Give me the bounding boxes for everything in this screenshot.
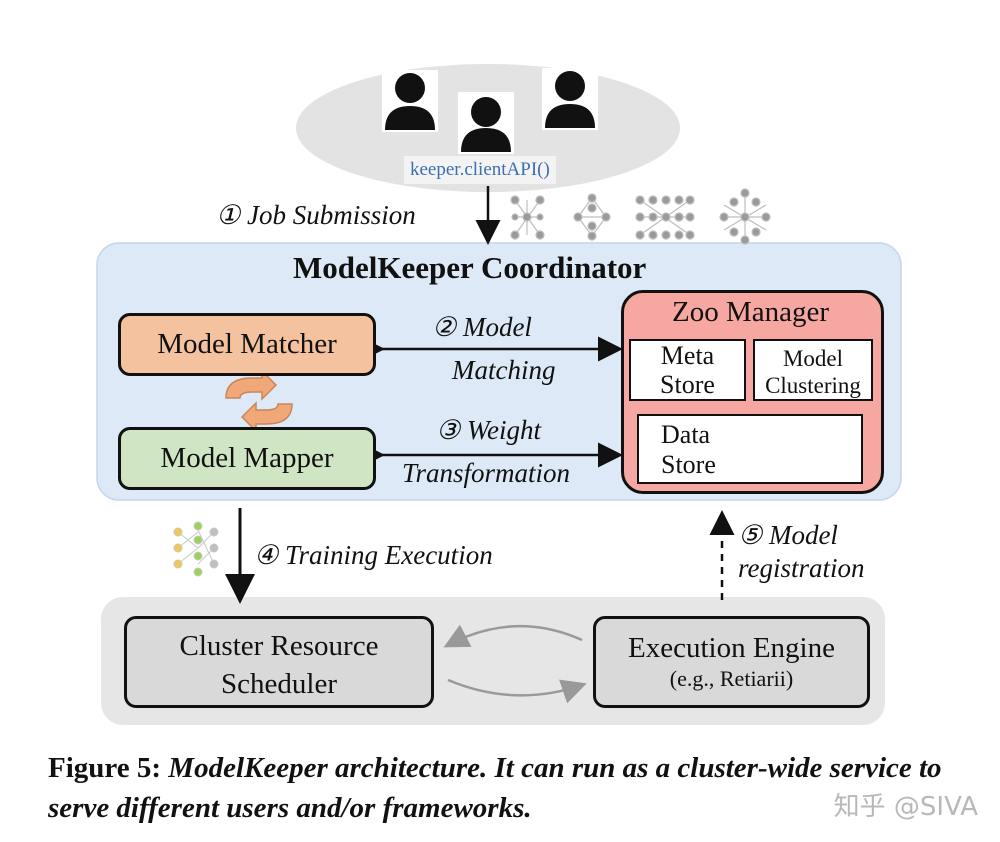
data-store-label-line1: Data <box>661 420 711 449</box>
data-store-label-line2: Store <box>661 450 716 479</box>
user-icon <box>382 70 438 132</box>
model-matcher-label: Model Matcher <box>157 327 337 360</box>
meta-store-label-line2: Store <box>660 370 715 399</box>
model-clustering-label-line2: Clustering <box>765 373 861 398</box>
step4-label: ④ Training Execution <box>254 540 493 570</box>
caption-text: ModelKeeper architecture. It can run as … <box>48 752 942 824</box>
model-mapper-label: Model Mapper <box>160 441 334 474</box>
neural-network-icon <box>510 195 545 240</box>
cluster-resource-scheduler-box: Cluster Resource Scheduler <box>124 616 434 708</box>
neural-network-icon <box>173 521 219 577</box>
figure-caption: Figure 5: ModelKeeper architecture. It c… <box>48 748 988 828</box>
scheduler-to-engine-arrow <box>447 678 587 704</box>
neural-network-icon <box>719 188 771 245</box>
step5-label-line2: registration <box>738 553 865 583</box>
engine-to-scheduler-arrow <box>443 624 583 648</box>
step2-label-line2: Matching <box>452 355 556 385</box>
model-mapper-box: Model Mapper <box>118 427 376 490</box>
model-clustering-box: Model Clustering <box>753 339 873 401</box>
watermark: 知乎 @SIVA <box>833 792 978 822</box>
meta-store-label-line1: Meta <box>660 341 715 370</box>
scheduler-label-line1: Cluster Resource <box>179 630 379 662</box>
cycle-arrows-icon <box>225 369 293 433</box>
scheduler-label-line2: Scheduler <box>221 668 337 700</box>
meta-store-box: Meta Store <box>629 339 746 401</box>
engine-label-line1: Execution Engine <box>628 632 835 664</box>
user-icon <box>542 68 598 130</box>
model-clustering-label-line1: Model <box>782 346 844 371</box>
data-store-box: Data Store <box>637 414 863 484</box>
step3-label-line2: Transformation <box>402 458 571 488</box>
step2-label-line1: ② Model <box>432 312 532 342</box>
neural-network-icon <box>573 193 611 241</box>
client-api-label: keeper.clientAPI() <box>404 156 556 184</box>
caption-label: Figure 5: <box>48 752 162 784</box>
user-icon <box>458 92 514 154</box>
step1-label: ① Job Submission <box>216 200 416 230</box>
step5-label-line1: ⑤ Model <box>738 520 838 550</box>
zoo-manager-title: Zoo Manager <box>672 296 830 328</box>
step3-label-line1: ③ Weight <box>436 415 541 445</box>
model-matcher-box: Model Matcher <box>118 313 376 376</box>
neural-network-icon <box>635 195 695 240</box>
engine-label-line2: (e.g., Retiarii) <box>669 666 794 691</box>
coordinator-title: ModelKeeper Coordinator <box>293 250 647 285</box>
execution-engine-box: Execution Engine (e.g., Retiarii) <box>593 616 870 708</box>
